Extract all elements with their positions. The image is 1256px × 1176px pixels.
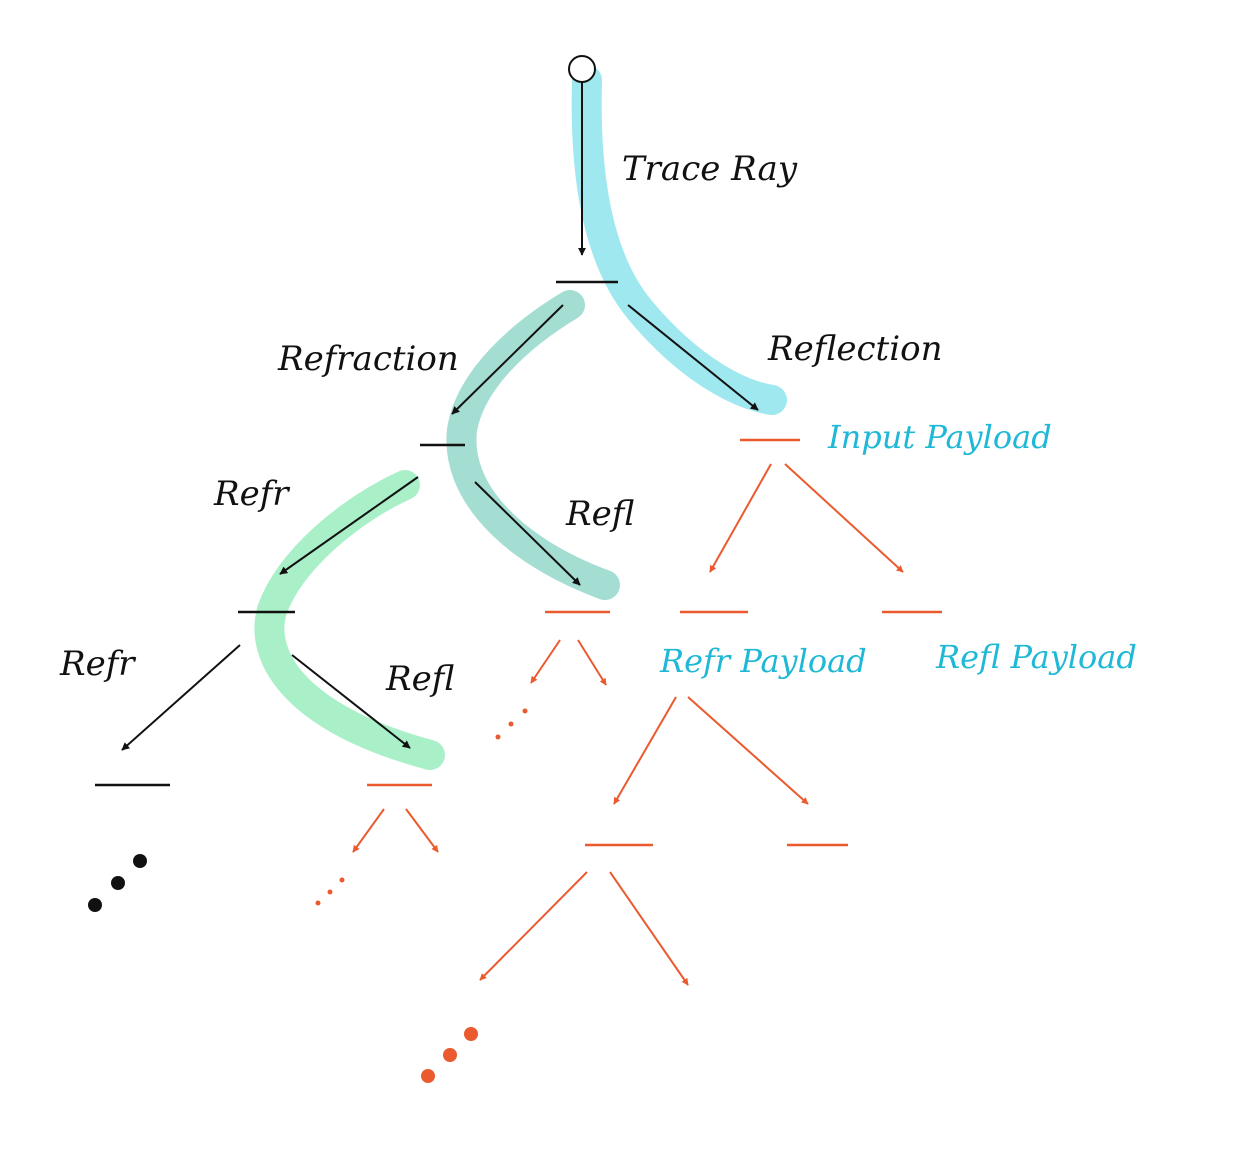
label-refr-far-left: Refr: [59, 644, 136, 684]
label-input-payload: Input Payload: [827, 418, 1052, 456]
arrow-refraction: [451, 304, 564, 415]
label-reflection: Reflection: [767, 329, 942, 369]
arrow-input-refr: [709, 463, 772, 573]
label-refl-lower: Refl: [385, 659, 454, 699]
arrow-refl-mid: [474, 481, 581, 586]
label-refr-payload: Refr Payload: [659, 642, 867, 680]
label-refr-left: Refr: [213, 474, 290, 514]
arrow-bottom-right: [609, 871, 689, 986]
root-circle-icon: [568, 55, 596, 83]
arrow-mid-left: [530, 639, 561, 684]
highlight-green-path: [254, 470, 445, 770]
label-trace-ray: Trace Ray: [622, 149, 798, 189]
arrow-refr-left: [279, 476, 419, 575]
arrow-payload-right: [687, 696, 809, 805]
arrow-lower-left: [352, 808, 385, 853]
ellipsis-dots-icon: [315, 877, 345, 906]
arrow-payload-left: [613, 696, 677, 805]
arrow-refl-lower: [291, 654, 411, 749]
label-refl-mid: Refl: [565, 494, 634, 534]
ellipsis-dots-icon: [88, 854, 147, 912]
arrow-refr-far-left: [121, 644, 241, 751]
label-refraction: Refraction: [277, 339, 459, 379]
arrow-reflection: [627, 304, 759, 411]
highlight-cyan-path: [571, 65, 787, 415]
highlight-teal-path: [446, 290, 620, 600]
arrow-lower-right: [405, 808, 439, 853]
arrow-mid-right: [577, 639, 607, 686]
arrow-bottom-left: [479, 871, 588, 981]
label-refl-payload: Refl Payload: [935, 638, 1137, 676]
arrow-input-refl: [784, 463, 904, 573]
ellipsis-dots-icon: [421, 1027, 478, 1083]
ellipsis-dots-icon: [495, 708, 528, 740]
